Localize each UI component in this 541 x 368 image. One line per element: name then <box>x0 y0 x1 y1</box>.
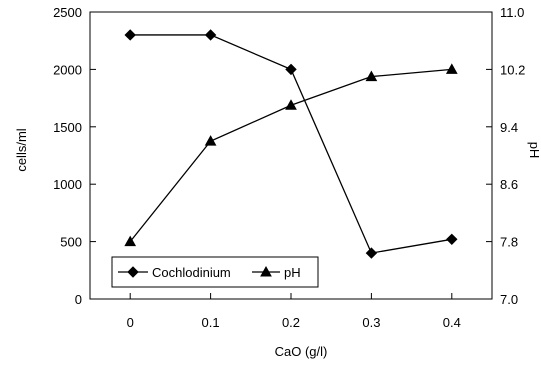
y-left-tick-label: 0 <box>75 292 82 307</box>
legend: Cochlodinium pH <box>111 256 319 288</box>
y-right-tick-label: 10.2 <box>500 62 525 77</box>
data-point-cochlodinium <box>365 247 378 259</box>
data-point-cochlodinium <box>204 29 217 41</box>
y-left-tick-label: 2000 <box>53 62 82 77</box>
data-point-cochlodinium <box>446 233 458 246</box>
data-point-ph <box>124 235 137 247</box>
series-layer <box>124 29 458 259</box>
x-tick-label: 0.1 <box>202 315 220 330</box>
y-right-axis-title: pH <box>527 142 541 159</box>
plot-frame <box>89 11 493 300</box>
data-point-ph <box>285 99 297 110</box>
y-left-axis-title: cells/ml <box>14 128 29 171</box>
x-axis-title: CaO (g/l) <box>275 344 328 359</box>
data-point-ph <box>365 70 378 82</box>
y-right-tick-label: 7.8 <box>500 235 518 250</box>
y-right-tick-label: 9.4 <box>500 120 518 135</box>
data-point-ph <box>204 135 217 146</box>
x-tick-label: 0 <box>127 315 134 330</box>
legend-marker-ph <box>260 265 272 277</box>
x-tick-label: 0.2 <box>282 315 300 330</box>
x-tick-label: 0.3 <box>362 315 380 330</box>
y-left-tick-label: 500 <box>60 235 82 250</box>
y-left-tick-label: 1000 <box>53 177 82 192</box>
y-left-tick-label: 2500 <box>53 5 82 20</box>
data-point-cochlodinium <box>124 29 136 41</box>
x-tick-label: 0.4 <box>443 315 461 330</box>
series-line-ph <box>129 68 452 243</box>
legend-marker-cochlodinium <box>127 266 139 278</box>
data-point-cochlodinium <box>285 63 297 76</box>
data-point-ph <box>445 63 458 74</box>
legend-label-ph: pH <box>284 265 301 280</box>
y-left-tick-label: 1500 <box>53 120 82 135</box>
y-right-tick-label: 8.6 <box>500 177 518 192</box>
y-right-tick-label: 7.0 <box>500 292 518 307</box>
y-right-tick-label: 11.0 <box>500 5 524 20</box>
axes-layer: 0 500 1000 1500 2000 2500 7.0 7.8 8.6 9.4 10.2 11.0… <box>53 5 525 330</box>
legend-label-cochlodinium: Cochlodinium <box>152 265 231 280</box>
